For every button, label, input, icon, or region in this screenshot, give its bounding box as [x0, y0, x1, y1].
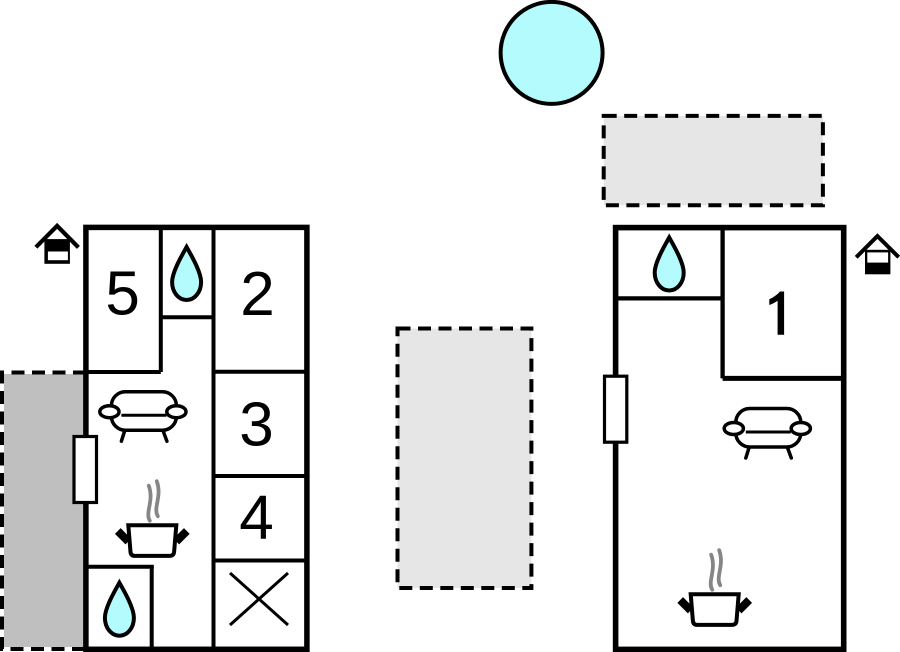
svg-text:2: 2 — [240, 260, 274, 329]
svg-text:4: 4 — [239, 483, 273, 552]
svg-text:3: 3 — [239, 390, 273, 459]
svg-text:5: 5 — [105, 259, 139, 328]
